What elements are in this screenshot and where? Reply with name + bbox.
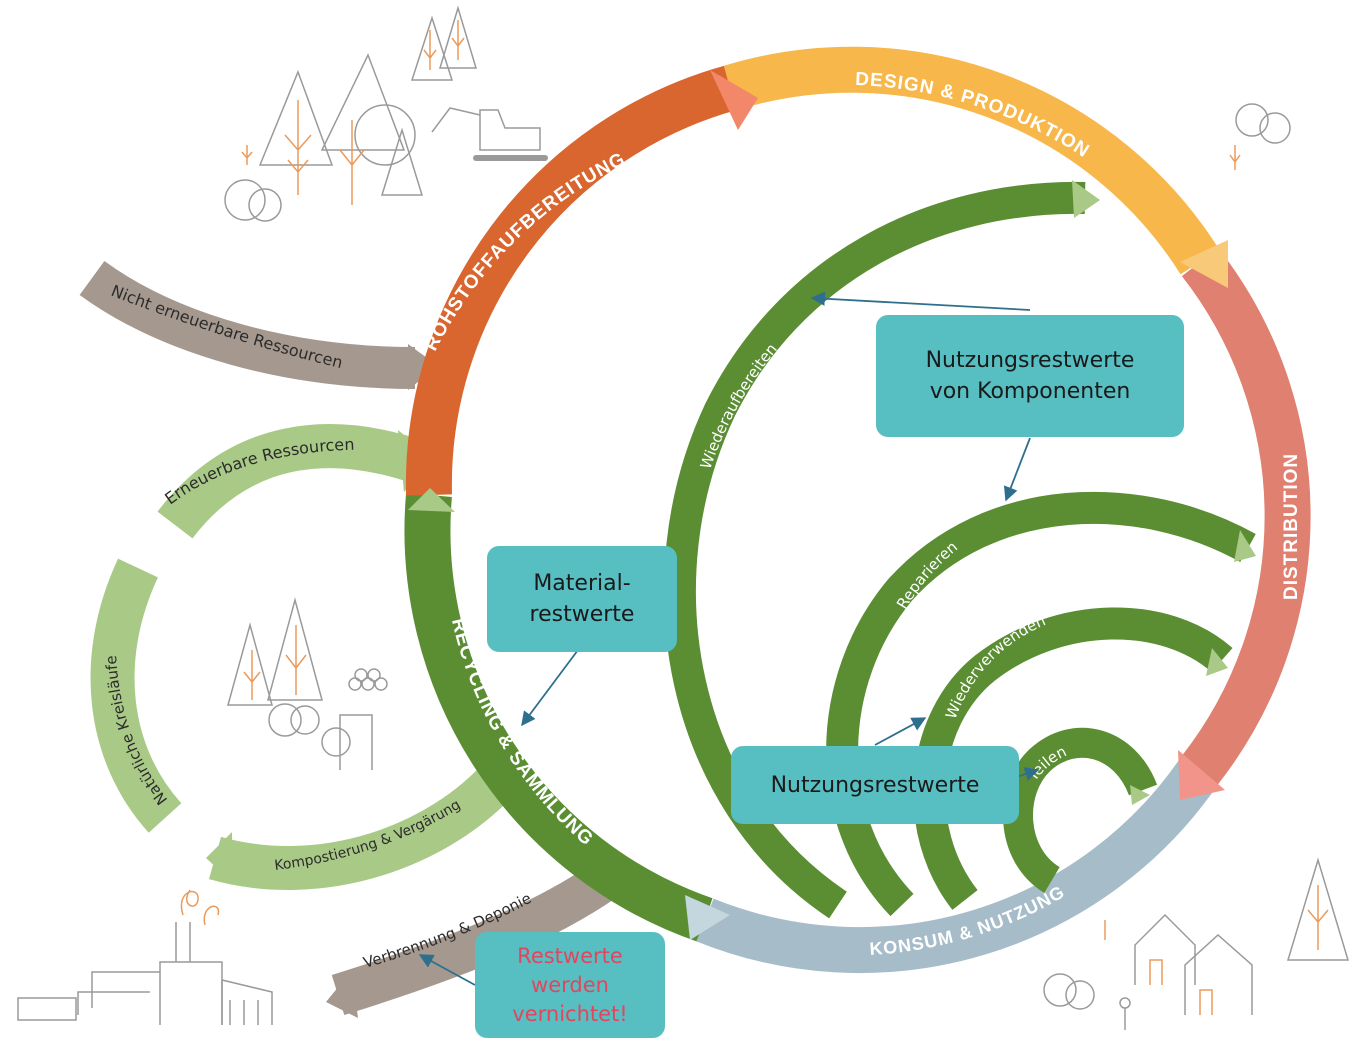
segment-recycling-sammlung (404, 493, 713, 942)
callout-restwerte-vernichtet: Restwerte werden vernichtet! (475, 932, 665, 1038)
nicht-erneuerbare-ressourcen-arrow (79, 260, 416, 389)
loop-teilen (1003, 727, 1158, 893)
arrowhead-rohstoff (408, 488, 455, 512)
loop-reparieren (826, 491, 1256, 917)
arrowhead-distribution (1180, 240, 1228, 288)
callout-material-line2: restwerte (529, 602, 635, 627)
houses-sketch-accent (1104, 145, 1329, 1015)
houses-sketch (1043, 857, 1350, 1030)
pointer-material (521, 649, 579, 727)
verbrennung-arrowhead (326, 970, 358, 1018)
callout-komponenten-line1: Nutzungsrestwerte (925, 348, 1135, 373)
pointer-komponenten-reparieren (1003, 437, 1031, 502)
callout-vernichtet-line2: werden (531, 972, 609, 997)
arrowhead-konsum (1178, 750, 1225, 800)
tree-sketch-right (1235, 103, 1291, 144)
kompostierung-arrow (208, 757, 522, 890)
arrowhead-recycling (685, 895, 730, 940)
callout-materialrestwerte: Material- restwerte (487, 546, 677, 652)
forest-sketch-middle-accent (243, 625, 307, 700)
pointer-komponenten-wiederaufbereiten (810, 291, 1031, 311)
callout-nutzungsrestwerte: Nutzungsrestwerte (731, 746, 1019, 824)
smoke-spiral-sketch (180, 889, 220, 926)
loop-reparieren-arrowhead (1234, 530, 1256, 562)
callout-vernichtet-line1: Restwerte (517, 943, 623, 968)
segment-rohstoffaufbereitung (405, 65, 737, 496)
erneuerbare-ressourcen-arrow (157, 424, 426, 539)
pointer-vernichtet (418, 954, 476, 986)
arrowhead-design (710, 70, 758, 130)
segment-distribution (1181, 247, 1311, 785)
callout-vernichtet-line3: vernichtet! (512, 1001, 628, 1026)
loop-wiederverwenden (913, 607, 1233, 910)
callout-komponenten-line2: von Komponenten (929, 379, 1131, 404)
natuerliche-kreislaeufe-arrow (90, 558, 182, 833)
forest-sketch-top (224, 5, 548, 222)
pointer-nutzung-wiederverwenden (874, 717, 927, 746)
segment-design-produktion (723, 46, 1220, 275)
callout-material-line1: Material- (533, 571, 631, 596)
loop-teilen-arrowhead (1130, 785, 1150, 805)
loop-wiederaufbereiten (663, 181, 1086, 919)
callout-nutzungsrestwerte-komponenten: Nutzungsrestwerte von Komponenten (876, 315, 1184, 437)
loop-wiederverwenden-arrowhead (1206, 648, 1228, 676)
factory-sketch (17, 922, 273, 1025)
forest-sketch-accent-top (241, 20, 465, 205)
kompostierung-arrowhead (206, 832, 232, 882)
label-distribution: DISTRIBUTION (1281, 453, 1302, 600)
forest-sketch-middle (227, 597, 388, 770)
callout-nutzung-text: Nutzungsrestwerte (770, 772, 980, 798)
segment-konsum-nutzung (696, 757, 1220, 974)
loop-wiederaufbereiten-arrowhead (1072, 180, 1100, 218)
